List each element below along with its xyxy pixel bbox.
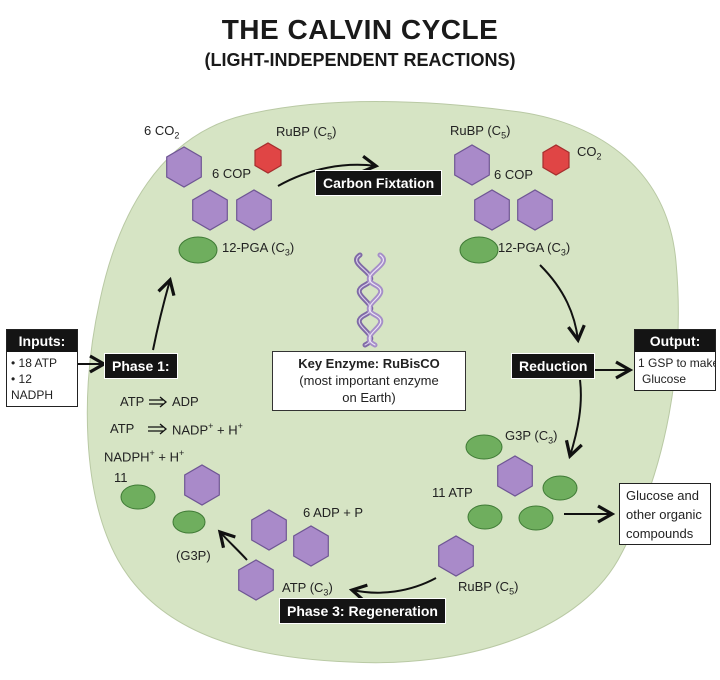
pga-circle [178, 236, 218, 264]
regen-hexagon [293, 525, 329, 567]
diagram-subtitle: (LIGHT-INDEPENDENT REACTIONS) [204, 50, 516, 70]
g3p-right-label: G3P (C3) [505, 428, 558, 446]
glucose-line2: other organic [626, 507, 702, 522]
output-line1: 1 GSP to make [638, 356, 715, 370]
co2-left-label: 6 CO2 [144, 123, 180, 141]
g3p-circle [465, 434, 503, 460]
key-enzyme-box: Key Enzyme: RuBisCO (most important enzy… [272, 351, 466, 411]
left-circle [120, 484, 156, 510]
rubp-right-label: RuBP (C5) [450, 123, 511, 141]
cop-left-label: 6 COP [212, 166, 252, 181]
atp-c3-label: ATP (C3) [282, 580, 333, 598]
rubp-hexagon [438, 535, 474, 577]
rubp-hexagon [454, 144, 490, 186]
regen-hexagon [251, 509, 287, 551]
adp-p-label: 6 ADP + P [303, 505, 364, 520]
inputs-item: • 12 NADPH [11, 372, 54, 402]
arrow-to-g3p-left [217, 529, 248, 561]
cop-hexagon [474, 189, 510, 231]
key-enzyme-line2: on Earth) [342, 390, 396, 405]
left-circle [172, 510, 206, 534]
output-heading: Output: [635, 330, 715, 352]
eleven-label: 11 [114, 470, 128, 485]
arrow-phase1-up [152, 276, 176, 351]
g3p-left-label: (G3P) [176, 548, 211, 563]
g3p-circle [518, 505, 554, 531]
pga-circle [459, 236, 499, 264]
cop-hexagon [517, 189, 553, 231]
double-arrow-atp-nadp [148, 423, 168, 435]
reaction-atp-nadp-right: NADP+ + H+ [172, 421, 243, 438]
co2-red-hexagon [542, 144, 570, 176]
inputs-item: • 18 ATP [11, 356, 58, 370]
output-line2: Glucose [642, 372, 687, 386]
diagram-title: THE CALVIN CYCLE [221, 14, 499, 45]
glucose-line3: compounds [626, 526, 694, 541]
reaction-atp-adp-left: ATP [120, 394, 145, 409]
co2-hexagon [166, 146, 202, 188]
arrow-regeneration [348, 577, 437, 602]
reduction-tag: Reduction [511, 353, 596, 379]
arrow-reduction-to-g3p [564, 379, 583, 460]
g3p-circle [467, 504, 503, 530]
rubisco-enzyme-icon [354, 252, 386, 348]
double-arrow-atp-adp [149, 396, 168, 408]
rubp-bottom-label: RuBP (C5) [458, 579, 519, 597]
inputs-box: Inputs: • 18 ATP • 12 NADPH [6, 329, 78, 407]
arrow-pga-to-reduction [539, 264, 586, 344]
atp-11-label: 11 ATP [432, 485, 473, 500]
inputs-heading: Inputs: [7, 330, 77, 352]
rubp-red-hexagon [254, 142, 282, 174]
reaction-nadph-h: NADPH+ + H+ [104, 448, 185, 465]
pga-left-label: 12-PGA (C3) [222, 240, 295, 258]
co2-right-label: CO2 [577, 144, 602, 162]
arrow-carbon-fixation [277, 155, 380, 187]
cop-hexagon [192, 189, 228, 231]
key-enzyme-line1: (most important enzyme [299, 373, 439, 388]
g3p-hexagon [497, 455, 533, 497]
output-body: 1 GSP to make Glucose [635, 352, 715, 390]
cop-hexagon [236, 189, 272, 231]
inputs-list: • 18 ATP • 12 NADPH [7, 352, 77, 406]
left-hexagon [184, 464, 220, 506]
pga-right-label: 12-PGA (C3) [498, 240, 571, 258]
output-box: Output: 1 GSP to make Glucose [634, 329, 716, 391]
rubp-left-label: RuBP (C5) [276, 124, 337, 142]
molecule-shapes [120, 142, 578, 601]
reaction-atp-adp-right: ADP [172, 394, 199, 409]
regen-hexagon [238, 559, 274, 601]
g3p-circle [542, 475, 578, 501]
reaction-atp-nadp-left: ATP [110, 421, 135, 436]
key-enzyme-title: Key Enzyme: RuBisCO [298, 356, 440, 371]
glucose-line1: Glucose and [626, 488, 699, 503]
glucose-box: Glucose and other organic compounds [619, 483, 711, 545]
carbon-fixation-tag: Carbon Fixtation [315, 170, 443, 196]
phase3-regeneration-tag: Phase 3: Regeneration [279, 598, 446, 624]
cop-right-label: 6 COP [494, 167, 534, 182]
phase1-tag: Phase 1: [104, 353, 178, 379]
